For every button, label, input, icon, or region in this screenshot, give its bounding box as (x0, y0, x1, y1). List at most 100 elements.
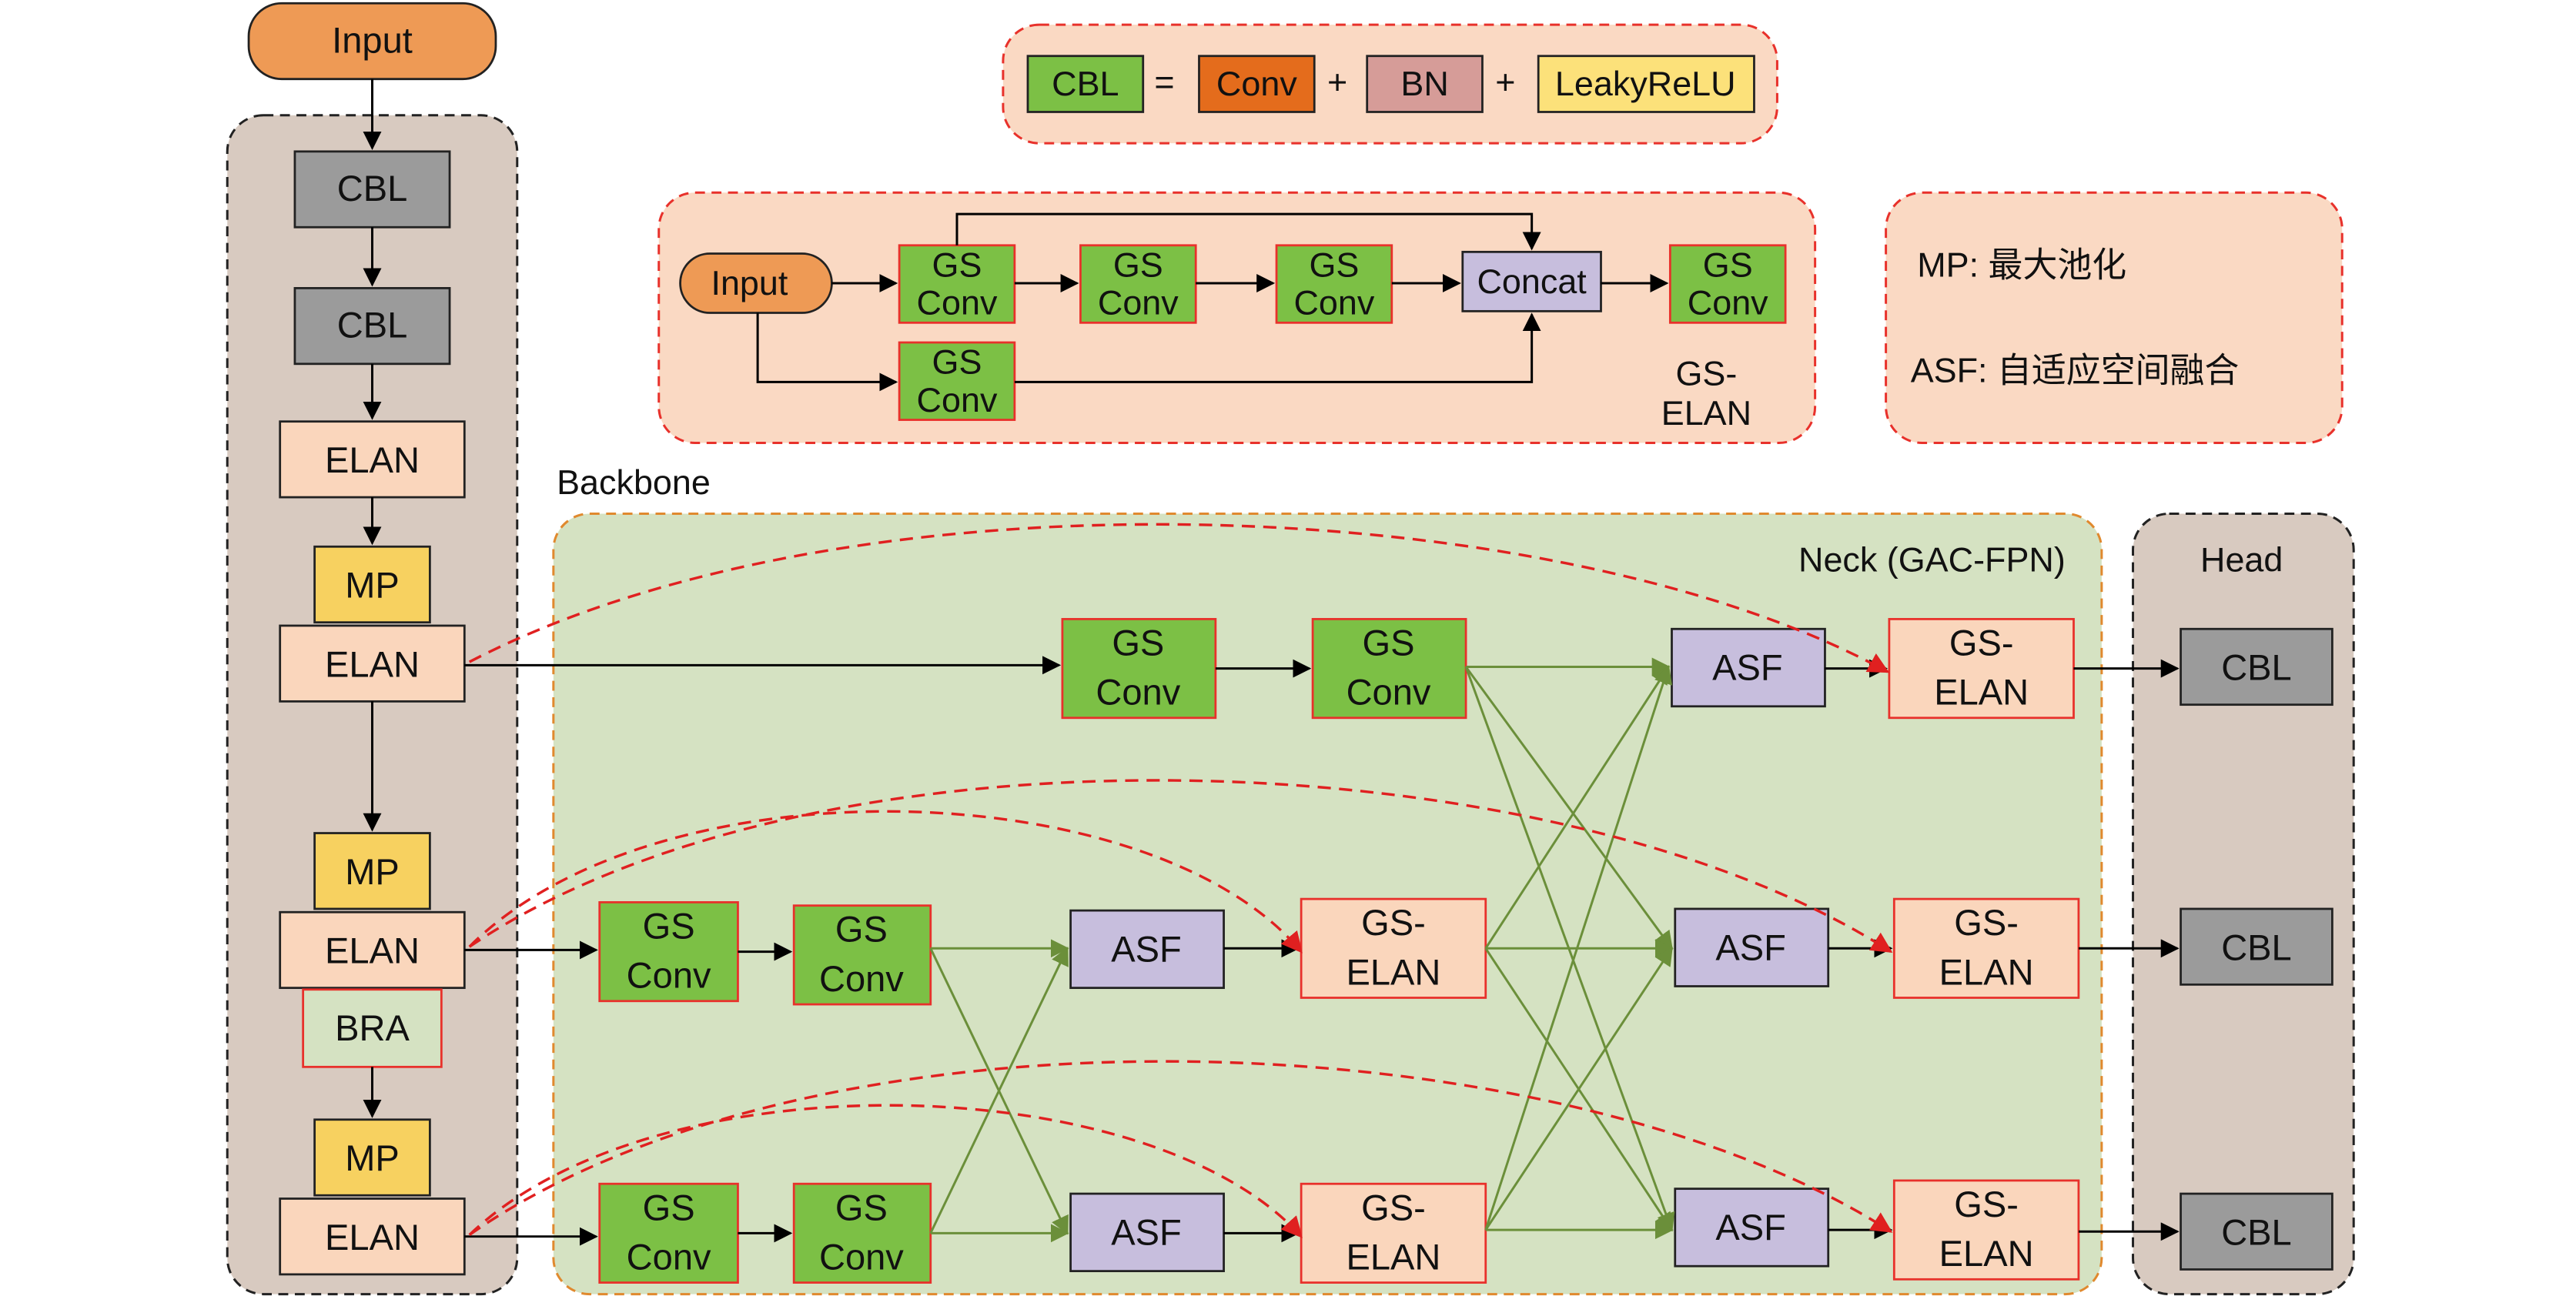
svg-text:MP: MP (345, 565, 400, 606)
backbone-input: Input (247, 2, 497, 81)
svg-text:Conv: Conv (627, 955, 711, 996)
head-cbl-2: CBL (2180, 907, 2333, 986)
backbone-elan-1: ELAN (279, 420, 466, 499)
svg-text:MP: MP (345, 1137, 400, 1178)
svg-text:ELAN: ELAN (1939, 1233, 2034, 1274)
neck-bot-gsconv-2: GS Conv (792, 1182, 932, 1284)
neck-mid-gs-elan-2: GS- ELAN (1892, 897, 2080, 999)
svg-text:Conv: Conv (819, 1236, 904, 1277)
svg-text:Conv: Conv (627, 1236, 711, 1277)
svg-text:CBL: CBL (2221, 1211, 2292, 1252)
gs-elan-gsconv-1: GS Conv (898, 244, 1016, 324)
gs-elan-concat: Concat (1461, 250, 1602, 312)
svg-text:Conv: Conv (1096, 672, 1180, 713)
gs-elan-title-2: ELAN (1661, 393, 1751, 433)
neck-top-gs-elan: GS- ELAN (1888, 618, 2075, 720)
skip-connections (468, 523, 1893, 1238)
svg-text:ASF: ASF (1715, 1207, 1786, 1248)
svg-text:Conv: Conv (917, 380, 998, 419)
svg-text:ELAN: ELAN (325, 643, 420, 684)
legend-plus1: + (1327, 62, 1347, 102)
svg-text:GS: GS (643, 905, 695, 946)
backbone-mp-1: MP (313, 545, 431, 624)
svg-text:CBL: CBL (337, 305, 408, 346)
gs-elan-input (679, 252, 833, 314)
svg-text:BRA: BRA (335, 1007, 410, 1048)
svg-text:GS: GS (1363, 622, 1415, 663)
svg-text:MP: MP (345, 851, 400, 892)
backbone-elan-3: ELAN (279, 910, 466, 990)
svg-text:ELAN: ELAN (1939, 951, 2034, 992)
abbrev-panel (1885, 191, 2343, 444)
backbone-elan-2: ELAN (279, 624, 466, 703)
neck-mid-gsconv-2: GS Conv (792, 904, 932, 1006)
note-mp: MP: 最大池化 (1917, 245, 2126, 284)
neck-bot-gs-elan-2: GS- ELAN (1892, 1179, 2080, 1281)
svg-text:Conv: Conv (917, 283, 998, 322)
svg-text:GS: GS (1309, 245, 1359, 284)
svg-text:GS: GS (643, 1187, 695, 1228)
gs-elan-gsconv-3: GS Conv (1275, 244, 1393, 324)
svg-text:GS-: GS- (1954, 1184, 2019, 1224)
backbone-cbl-2: CBL (293, 287, 451, 366)
gs-elan-gsconv-2: GS Conv (1079, 244, 1197, 324)
neck-bot-gs-elan-1: GS- ELAN (1300, 1182, 1487, 1284)
svg-text:Conv: Conv (1098, 283, 1179, 322)
svg-text:ELAN: ELAN (325, 1217, 420, 1258)
backbone-bra: BRA (302, 988, 443, 1068)
svg-text:GS: GS (835, 1187, 888, 1228)
svg-text:GS-: GS- (1954, 902, 2019, 943)
neck-label: Neck (GAC-FPN) (1798, 539, 2066, 579)
svg-text:GS: GS (932, 342, 982, 382)
backbone-label: Backbone (557, 463, 711, 502)
legend-leaky: LeakyReLU (1555, 64, 1736, 103)
gs-elan-input-label: Input (711, 263, 788, 302)
backbone-elan-4: ELAN (279, 1197, 466, 1276)
legend-bn: BN (1400, 64, 1448, 103)
backbone-mp-3: MP (313, 1118, 431, 1197)
svg-text:Conv: Conv (1347, 672, 1431, 713)
svg-text:GS: GS (932, 245, 982, 284)
neck-top-gsconv-2: GS Conv (1311, 618, 1467, 720)
svg-text:CBL: CBL (2221, 927, 2292, 967)
svg-text:ELAN: ELAN (325, 439, 420, 480)
svg-text:ASF: ASF (1715, 927, 1786, 967)
neck-bot-gsconv-1: GS Conv (598, 1182, 739, 1284)
svg-text:Input: Input (332, 19, 413, 60)
svg-text:Concat: Concat (1477, 262, 1587, 301)
svg-text:ELAN: ELAN (1346, 1236, 1440, 1277)
note-asf: ASF: 自适应空间融合 (1911, 350, 2240, 389)
neck-top-asf: ASF (1671, 627, 1826, 708)
svg-text:GS: GS (1112, 622, 1164, 663)
head-cbl-1: CBL (2180, 627, 2333, 706)
backbone-cbl-1: CBL (293, 150, 451, 229)
svg-text:Conv: Conv (1293, 283, 1374, 322)
legend-conv: Conv (1216, 64, 1297, 103)
head-cbl-3: CBL (2180, 1192, 2333, 1271)
head-panel (2132, 512, 2355, 1296)
svg-text:GS: GS (835, 909, 888, 950)
cross-scale-arrows (929, 657, 1675, 1243)
legend-cbl: CBL (1052, 64, 1119, 103)
neck-mid-gs-elan-1: GS- ELAN (1300, 897, 1487, 999)
svg-text:GS-: GS- (1361, 1187, 1426, 1228)
neck-bot-asf-2: ASF (1674, 1187, 1830, 1268)
svg-text:GS-: GS- (1949, 622, 2014, 663)
svg-text:ELAN: ELAN (1346, 951, 1440, 992)
svg-text:CBL: CBL (2221, 647, 2292, 688)
main-flow-arrows (464, 656, 2180, 1246)
svg-text:GS: GS (1703, 245, 1753, 284)
neck-mid-asf-1: ASF (1069, 909, 1225, 990)
svg-text:CBL: CBL (337, 168, 408, 209)
gs-elan-gsconv-out: GS Conv (1668, 244, 1787, 324)
backbone-mp-2: MP (313, 832, 431, 910)
svg-text:Conv: Conv (1688, 283, 1768, 322)
legend-plus2: + (1495, 62, 1515, 102)
gs-elan-title-1: GS- (1675, 354, 1737, 393)
svg-text:Conv: Conv (819, 958, 904, 999)
gs-elan-panel (657, 191, 1817, 444)
legend-eq: = (1154, 62, 1174, 102)
svg-text:ELAN: ELAN (1934, 672, 2029, 713)
gs-elan-arrows (756, 212, 1669, 392)
